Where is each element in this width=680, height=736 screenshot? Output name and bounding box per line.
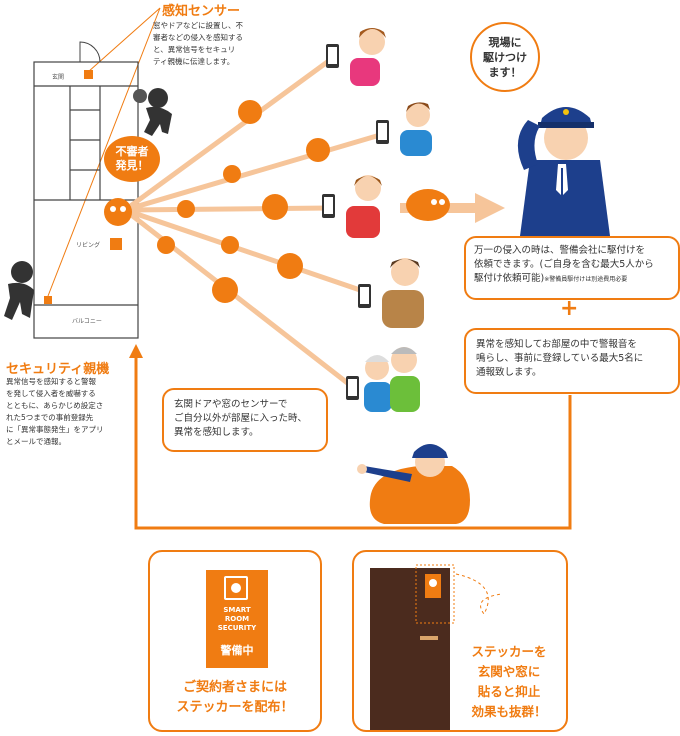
- sticker-card: SMART ROOM SECURITY 警備中: [206, 570, 268, 668]
- sticker-caption: ご契約者さまには ステッカーを配布！: [150, 678, 320, 718]
- master-desc-line: 異常信号を感知すると警報: [6, 377, 96, 386]
- detect-info-line: 異常を感知します。: [174, 427, 259, 438]
- sensor-creature: [262, 194, 288, 220]
- sticker-brand-line: ROOM: [224, 615, 250, 623]
- sensor-desc-line: ティ親機に伝達します。: [153, 57, 235, 66]
- sensor-creature-large: [406, 189, 450, 221]
- sensor-desc-line: 窓やドアなどに設置し、不: [153, 21, 243, 30]
- guard-service-line: 依頼できます。(ご自身を含む最大5人から: [474, 259, 654, 270]
- sensor-creature: [221, 236, 239, 254]
- security-guard-icon: [517, 107, 610, 236]
- bubble-line: ます！: [488, 65, 522, 79]
- sensor-creature: [212, 277, 238, 303]
- bubble-line: 現場に: [488, 35, 522, 49]
- user-4-icon: [358, 258, 424, 328]
- flow-connector: [134, 355, 572, 530]
- alarm-info-line: 鳴らし、事前に登録している最大5名に: [476, 353, 644, 364]
- intruder-found-badge: 不審者 発見！: [104, 136, 160, 182]
- master-desc-line: を発して侵入者を威嚇する: [6, 389, 96, 398]
- door-caption-line: ステッカーを: [471, 644, 547, 659]
- master-desc-line: とメールで通報。: [6, 437, 66, 446]
- user-1-icon: [326, 28, 386, 86]
- intruder-2-icon: [4, 261, 34, 320]
- master-unit-title: セキュリティ親機: [6, 362, 110, 377]
- door-panel: ステッカーを 玄関や窓に 貼ると抑止 効果も抜群！: [352, 550, 568, 732]
- sticker-brand-line: SMART: [223, 606, 251, 614]
- bubble-line: 駆けつけ: [483, 50, 527, 64]
- sensor-marker-balcony: [44, 296, 52, 304]
- master-desc-line: に「異常事態発生」をアプリ: [6, 425, 104, 434]
- sticker-caption-line: ご契約者さまには: [182, 680, 287, 695]
- detect-info-box: 玄関ドアや窓のセンサーで ご自分以外が部屋に入った時、 異常を感知します。: [162, 388, 328, 452]
- door-caption-line: 貼ると抑止: [477, 684, 541, 699]
- sticker-brand: SMART ROOM SECURITY: [206, 606, 268, 633]
- alarm-info-line: 異常を感知してお部屋の中で警報音を: [476, 339, 637, 350]
- sensor-desc-line: と、異常信号をセキュリ: [153, 45, 236, 54]
- badge-line: 不審者: [115, 145, 149, 158]
- guard-speech-bubble: 現場に 駆けつけ ます！: [470, 22, 540, 92]
- user-5-icon: [346, 347, 420, 412]
- door-caption: ステッカーを 玄関や窓に 貼ると抑止 効果も抜群！: [454, 642, 564, 722]
- sensor-creature: [177, 200, 195, 218]
- sensor-title: 感知センサー: [162, 4, 241, 19]
- guard-service-line: 万一の侵入の時は、警備会社に駆付けを: [474, 245, 646, 256]
- door-caption-line: 効果も抜群！: [471, 704, 547, 719]
- user-3-icon: [322, 175, 382, 238]
- guard-service-box: 万一の侵入の時は、警備会社に駆付けを 依頼できます。(ご自身を含む最大5人から …: [464, 236, 680, 300]
- sun-icon: [224, 576, 248, 600]
- sensor-creature: [223, 165, 241, 183]
- sensor-creatures: [104, 100, 450, 303]
- sensor-desc-line: 審者などの侵入を感知する: [153, 33, 243, 42]
- guard-service-note: ※警備員駆付けは別途費用必要: [544, 276, 628, 283]
- intruder-icon: [133, 88, 172, 136]
- master-unit-description: 異常信号を感知すると警報 を発して侵入者を威嚇する とともに、あらかじめ設定さ …: [6, 376, 132, 448]
- room-label-entrance: 玄関: [52, 74, 65, 81]
- door-illustration: [370, 564, 503, 732]
- sensor-creature: [238, 100, 262, 124]
- alarm-info-line: 通報致します。: [476, 367, 542, 378]
- sensor-description: 窓やドアなどに設置し、不 審者などの侵入を感知する と、異常信号をセキュリ ティ…: [153, 20, 265, 68]
- sensor-creature: [306, 138, 330, 162]
- sticker-panel: SMART ROOM SECURITY 警備中 ご契約者さまには ステッカーを配…: [148, 550, 322, 732]
- door-caption-line: 玄関や窓に: [477, 664, 541, 679]
- floor-plan: [33, 41, 139, 339]
- flow-connector-arrowhead: [129, 344, 143, 358]
- sensor-creature-main: [104, 198, 132, 226]
- user-2-icon: [376, 102, 432, 156]
- patrol-car-icon: [357, 444, 470, 524]
- room-label-balcony: バルコニー: [72, 318, 102, 325]
- badge-line: 発見！: [115, 159, 149, 172]
- sticker-brand-line: SECURITY: [217, 624, 257, 632]
- room-label-living: リビング: [76, 242, 101, 249]
- master-desc-line: とともに、あらかじめ設定さ: [6, 401, 104, 410]
- arrow-to-guard: [400, 193, 505, 223]
- guard-service-line: 駆付け依頼可能): [474, 273, 545, 284]
- sun-core: [231, 583, 241, 593]
- master-desc-line: れた5つまでの事前登録先: [6, 413, 94, 422]
- sensor-creature: [157, 236, 175, 254]
- master-unit-marker: [110, 238, 122, 250]
- alarm-info-box: 異常を感知してお部屋の中で警報音を 鳴らし、事前に登録している最大5名に 通報致…: [464, 328, 680, 394]
- sticker-caption-line: ステッカーを配布！: [176, 700, 294, 715]
- sensor-creature: [277, 253, 303, 279]
- sensor-marker-entrance: [84, 70, 93, 79]
- plus-sign: +: [560, 296, 579, 321]
- detect-info-line: ご自分以外が部屋に入った時、: [174, 413, 308, 424]
- sticker-label: 警備中: [220, 644, 254, 657]
- detect-info-line: 玄関ドアや窓のセンサーで: [174, 399, 288, 410]
